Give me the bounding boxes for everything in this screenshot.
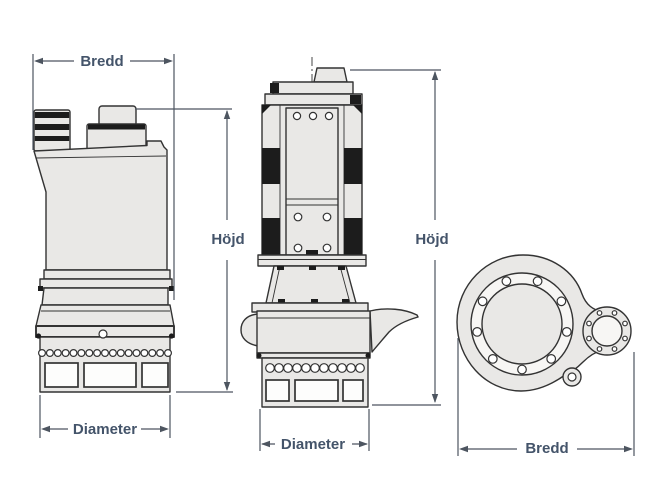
casing-bell	[251, 254, 369, 313]
front-width-label: Bredd	[80, 53, 123, 70]
pump-casing-side	[240, 308, 419, 359]
lifting-handle	[86, 105, 147, 152]
motor-body	[33, 140, 168, 271]
dim-side-height: Höjd	[350, 69, 449, 406]
suction-strainer-side	[261, 357, 369, 408]
dim-top-width: Bredd	[457, 338, 635, 457]
top-width-label: Bredd	[525, 440, 568, 457]
dim-front-height: Höjd	[135, 108, 245, 393]
top-view	[456, 254, 632, 392]
dim-side-diameter: Diameter	[259, 409, 370, 453]
side-view	[240, 57, 419, 408]
cable-gland	[33, 109, 71, 152]
front-diameter-label: Diameter	[73, 421, 137, 438]
dim-front-diameter: Diameter	[39, 395, 171, 438]
dim-front-width: Bredd	[32, 53, 175, 300]
front-view	[33, 105, 175, 393]
casing-flange	[38, 269, 174, 306]
discharge-outlet	[369, 308, 419, 353]
suction-strainer	[37, 336, 173, 393]
side-height-label: Höjd	[415, 231, 448, 248]
vent-hole	[98, 329, 108, 339]
motor-column	[261, 104, 363, 256]
top-cap	[313, 67, 348, 83]
impeller-cover	[481, 283, 563, 365]
side-diameter-label: Diameter	[281, 436, 345, 453]
discharge-flange	[582, 306, 632, 356]
front-height-label: Höjd	[211, 231, 244, 248]
